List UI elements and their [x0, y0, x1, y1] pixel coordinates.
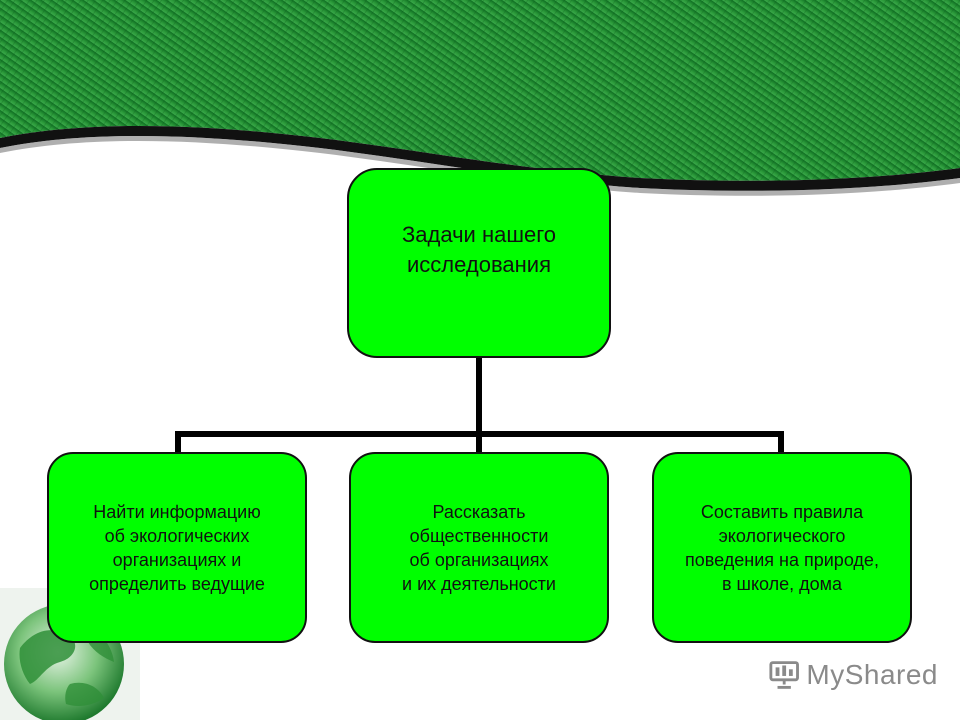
child-node-2-label: Рассказать общественности об организация… — [402, 501, 556, 594]
diagram-root-node: Задачи нашего исследования — [347, 168, 611, 358]
diagram-child-node-3: Составить правила экологического поведен… — [652, 452, 912, 643]
diagram-child-node-1: Найти информацию об экологических органи… — [47, 452, 307, 643]
presentation-icon — [769, 661, 799, 689]
child-node-1-label: Найти информацию об экологических органи… — [89, 501, 265, 594]
watermark: MyShared — [768, 656, 938, 694]
header-wave — [0, 0, 960, 196]
watermark-text: MyShared — [806, 659, 938, 690]
root-node-label: Задачи нашего исследования — [401, 222, 557, 277]
diagram-child-node-2: Рассказать общественности об организация… — [349, 452, 609, 643]
child-node-3-label: Составить правила экологического поведен… — [685, 501, 879, 594]
